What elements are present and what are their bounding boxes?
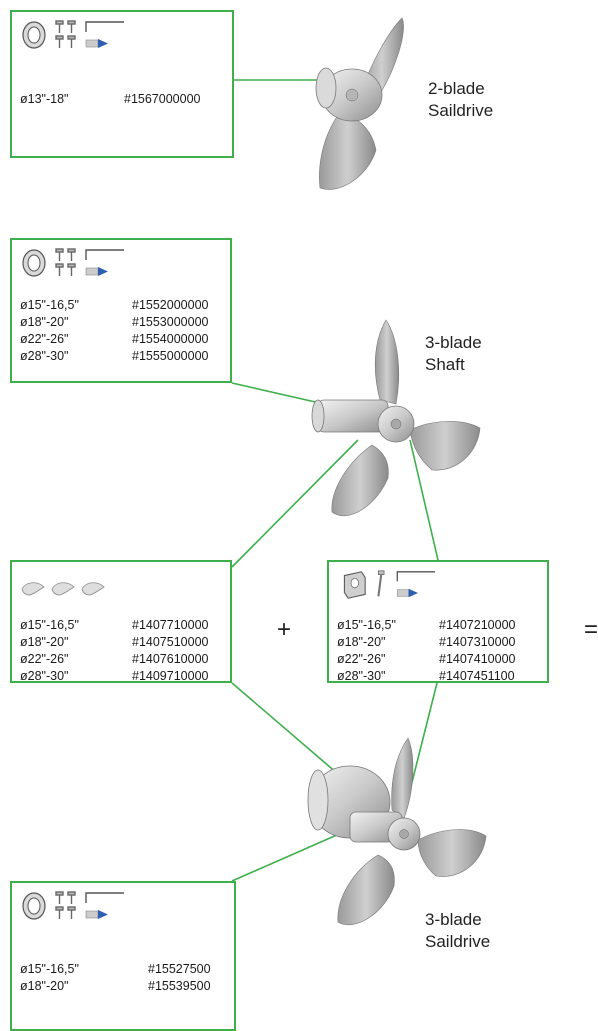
- size-range: ø15"-16,5": [337, 618, 396, 632]
- hub-block-icon: [343, 571, 366, 599]
- size-range: ø15"-16,5": [20, 618, 79, 632]
- size-range: ø13"-18": [20, 92, 69, 106]
- screws-icon: [55, 248, 76, 276]
- part-number: #1407410000: [439, 652, 516, 666]
- part-number: #1407510000: [132, 635, 209, 649]
- kit-contents-icons: [22, 248, 124, 277]
- blade-icon: [21, 582, 45, 596]
- collar-ring-icon: [22, 892, 46, 920]
- part-number: #1407451100: [439, 669, 515, 683]
- collar-ring-icon: [22, 21, 46, 49]
- size-range: ø18"-20": [20, 635, 69, 649]
- screws-icon: [55, 20, 76, 48]
- size-range: ø15"-16,5": [20, 962, 79, 976]
- three-blade-saildrive-illustration: [307, 737, 487, 926]
- allen-key-icon: [85, 21, 124, 48]
- part-number: #1407710000: [132, 618, 209, 632]
- part-number: #1554000000: [132, 332, 209, 346]
- part-number: #1407610000: [132, 652, 209, 666]
- three-blade-saildrive-label: 3-blade Saildrive: [425, 910, 491, 951]
- size-range: ø28"-30": [20, 349, 69, 363]
- part-number: #15527500: [148, 962, 211, 976]
- size-range: ø18"-20": [20, 979, 69, 993]
- blade-icon: [81, 582, 105, 596]
- size-range: ø22"-26": [20, 652, 69, 666]
- part-number: #1409710000: [132, 669, 209, 683]
- part-number: #1407210000: [439, 618, 516, 632]
- size-range: ø18"-20": [337, 635, 386, 649]
- part-number: #1553000000: [132, 315, 209, 329]
- kit-contents-icons: [343, 570, 436, 599]
- kit-contents-icons: [21, 582, 105, 596]
- three-blade-shaft-box: ø15"-16,5" #1552000000 ø18"-20" #1553000…: [10, 238, 232, 383]
- part-number: #15539500: [148, 979, 211, 993]
- size-range: ø15"-16,5": [20, 298, 79, 312]
- two-blade-saildrive-label: 2-blade Saildrive: [428, 79, 494, 120]
- size-range: ø18"-20": [20, 315, 69, 329]
- two-blade-saildrive-box: ø13"-18" #1567000000: [10, 10, 234, 158]
- screw-icon: [377, 570, 385, 597]
- blade-set-box: ø15"-16,5" #1407710000 ø18"-20" #1407510…: [10, 560, 232, 683]
- three-blade-shaft-illustration: [311, 319, 481, 517]
- size-range: ø22"-26": [20, 332, 69, 346]
- kit-contents-icons: [22, 891, 124, 920]
- collar-ring-icon: [22, 249, 46, 277]
- allen-key-icon: [396, 571, 436, 598]
- part-number: #1552000000: [132, 298, 209, 312]
- connector-lines: [231, 79, 439, 882]
- plus-operator: +: [277, 616, 292, 643]
- three-blade-shaft-label: 3-blade Shaft: [425, 333, 482, 374]
- part-number: #1567000000: [124, 92, 201, 106]
- part-number: #1407310000: [439, 635, 516, 649]
- allen-key-icon: [85, 249, 124, 276]
- size-range: ø28"-30": [337, 669, 386, 683]
- blade-icon: [51, 582, 75, 596]
- screws-icon: [55, 891, 76, 919]
- kit-contents-icons: [22, 20, 124, 49]
- size-range: ø22"-26": [337, 652, 386, 666]
- equals-operator: =: [584, 616, 598, 643]
- three-blade-saildrive-box: ø15"-16,5" #15527500 ø18"-20" #15539500: [10, 881, 236, 1031]
- two-blade-saildrive-illustration: [315, 17, 404, 190]
- size-range: ø28"-30": [20, 669, 69, 683]
- hub-kit-box: ø15"-16,5" #1407210000 ø18"-20" #1407310…: [327, 560, 549, 683]
- part-number: #1555000000: [132, 349, 209, 363]
- allen-key-icon: [85, 892, 124, 919]
